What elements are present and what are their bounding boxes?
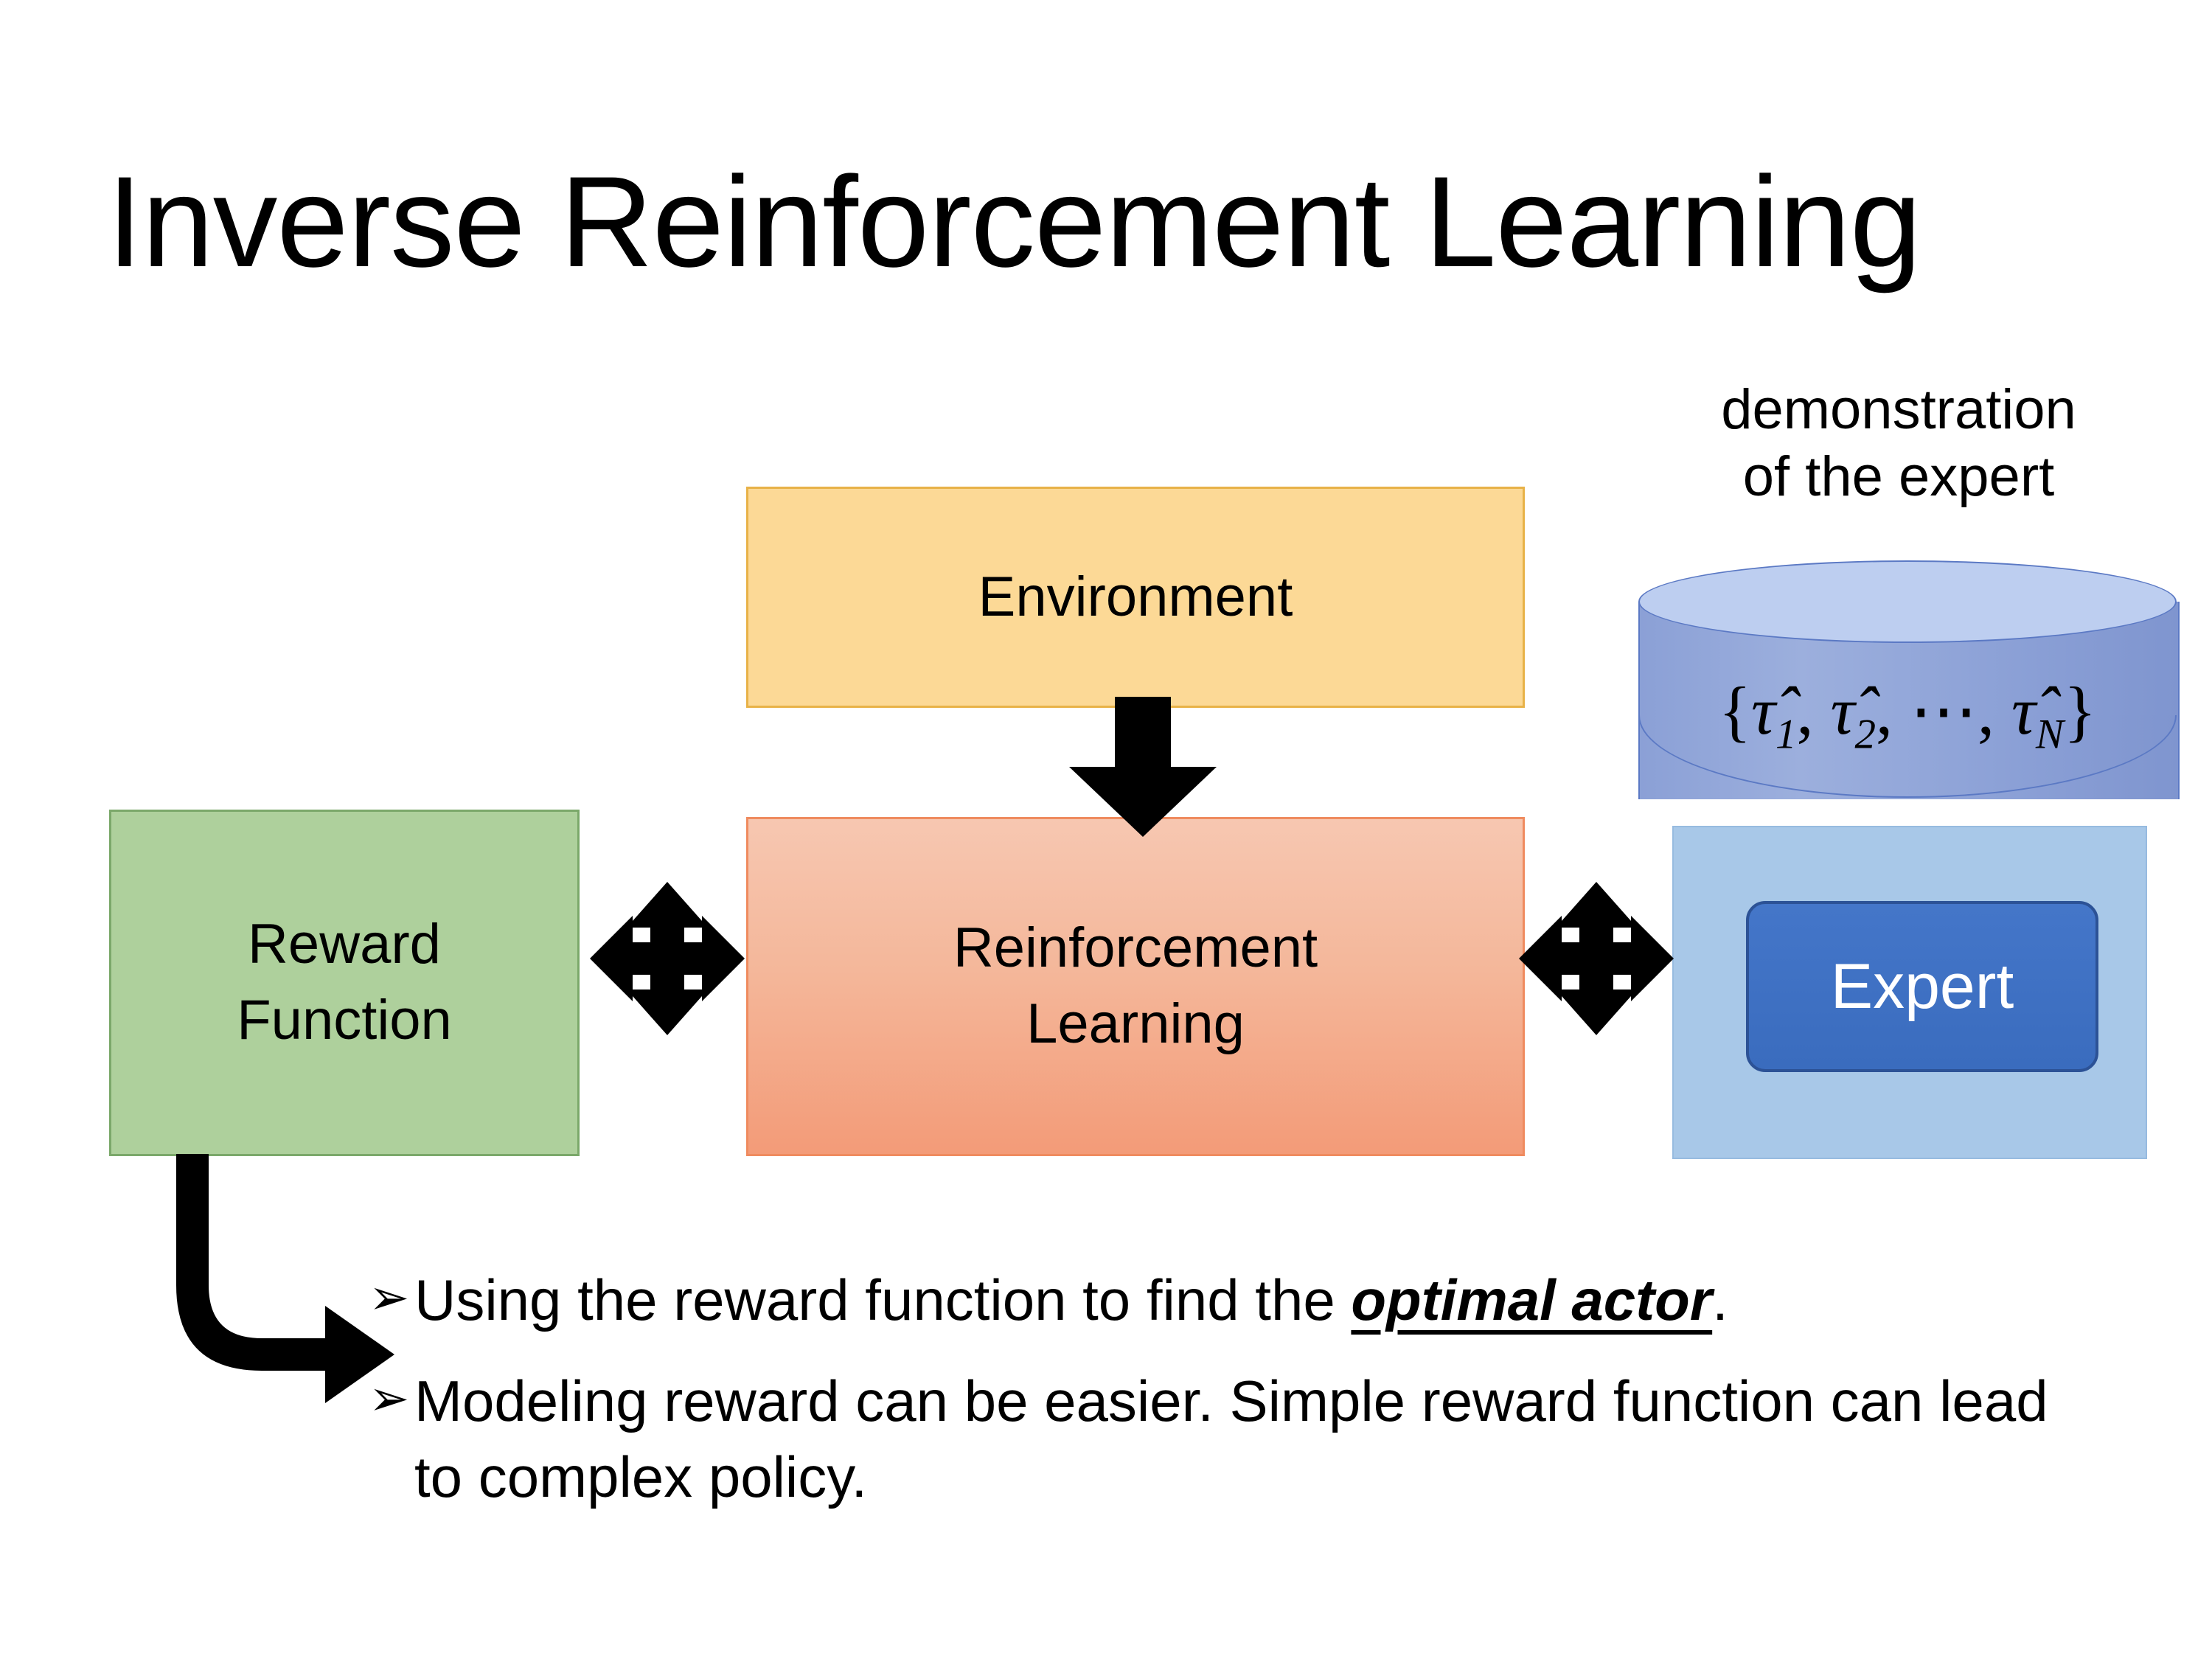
formula-ellipsis: ⋯ xyxy=(1909,673,1978,748)
bullet-1-text: Using the reward function to find the op… xyxy=(414,1262,2101,1338)
formula-term-4-symbol: τ̂ xyxy=(2011,673,2036,748)
reward-function-label: Reward Function xyxy=(237,907,452,1058)
bullet-arrow-icon: ➢ xyxy=(369,1270,410,1324)
environment-node: Environment xyxy=(746,487,1525,708)
demonstration-caption-line2: of the expert xyxy=(1742,445,2055,509)
reinforcement-learning-label: Reinforcement Learning xyxy=(953,911,1318,1062)
formula-term-1-subscript: 1 xyxy=(1775,711,1797,758)
expert-label: Expert xyxy=(1830,950,2014,1022)
cylinder-top-ellipse xyxy=(1638,560,2177,643)
formula-sep-1: , xyxy=(1796,673,1814,748)
formula-term-4-subscript: N xyxy=(2035,711,2064,758)
formula-term-1-symbol: τ̂ xyxy=(1751,673,1775,748)
page-title: Inverse Reinforcement Learning xyxy=(106,150,1921,294)
bullet-1-emphasis: optimal actor xyxy=(1351,1267,1713,1332)
list-item: ➢ Using the reward function to find the … xyxy=(369,1262,2101,1338)
list-item: ➢ Modeling reward can be easier. Simple … xyxy=(369,1363,2101,1515)
demonstration-caption-line1: demonstration xyxy=(1721,378,2076,441)
formula-term-2-symbol: τ̂ xyxy=(1830,673,1855,748)
reward-label-line1: Reward xyxy=(248,913,441,976)
reinforcement-learning-node: Reinforcement Learning xyxy=(746,817,1525,1156)
reward-to-bullets-elbow-arrow xyxy=(176,1154,394,1403)
bullet-2-text: Modeling reward can be easier. Simple re… xyxy=(414,1368,2048,1509)
environment-label: Environment xyxy=(978,565,1293,628)
environment-to-rl-arrow xyxy=(1069,697,1217,837)
bullet-list: ➢ Using the reward function to find the … xyxy=(369,1262,2101,1540)
formula-sep-3: , xyxy=(1977,673,1994,748)
formula-close-brace: } xyxy=(2063,673,2097,748)
expert-node: Expert xyxy=(1746,901,2098,1072)
rl-label-line1: Reinforcement xyxy=(953,917,1318,980)
reward-label-line2: Function xyxy=(237,989,452,1051)
reward-function-node: Reward Function xyxy=(109,810,580,1156)
formula-sep-2: , xyxy=(1875,673,1893,748)
demonstration-cylinder: {τ̂1, τ̂2, ⋯, τ̂N} xyxy=(1638,560,2180,841)
formula-open-brace: { xyxy=(1718,673,1752,748)
bullet-1-suffix: . xyxy=(1712,1267,1728,1332)
formula-term-2-subscript: 2 xyxy=(1854,711,1876,758)
rl-expert-bidirectional-arrow xyxy=(1519,882,1674,1035)
bullet-1-prefix: Using the reward function to find the xyxy=(414,1267,1352,1332)
demonstration-caption: demonstration of the expert xyxy=(1641,376,2157,510)
rl-label-line2: Learning xyxy=(1026,992,1245,1055)
reward-rl-bidirectional-arrow xyxy=(590,882,745,1035)
trajectory-set-formula: {τ̂1, τ̂2, ⋯, τ̂N} xyxy=(1638,671,2177,758)
bullet-arrow-icon: ➢ xyxy=(369,1370,410,1425)
